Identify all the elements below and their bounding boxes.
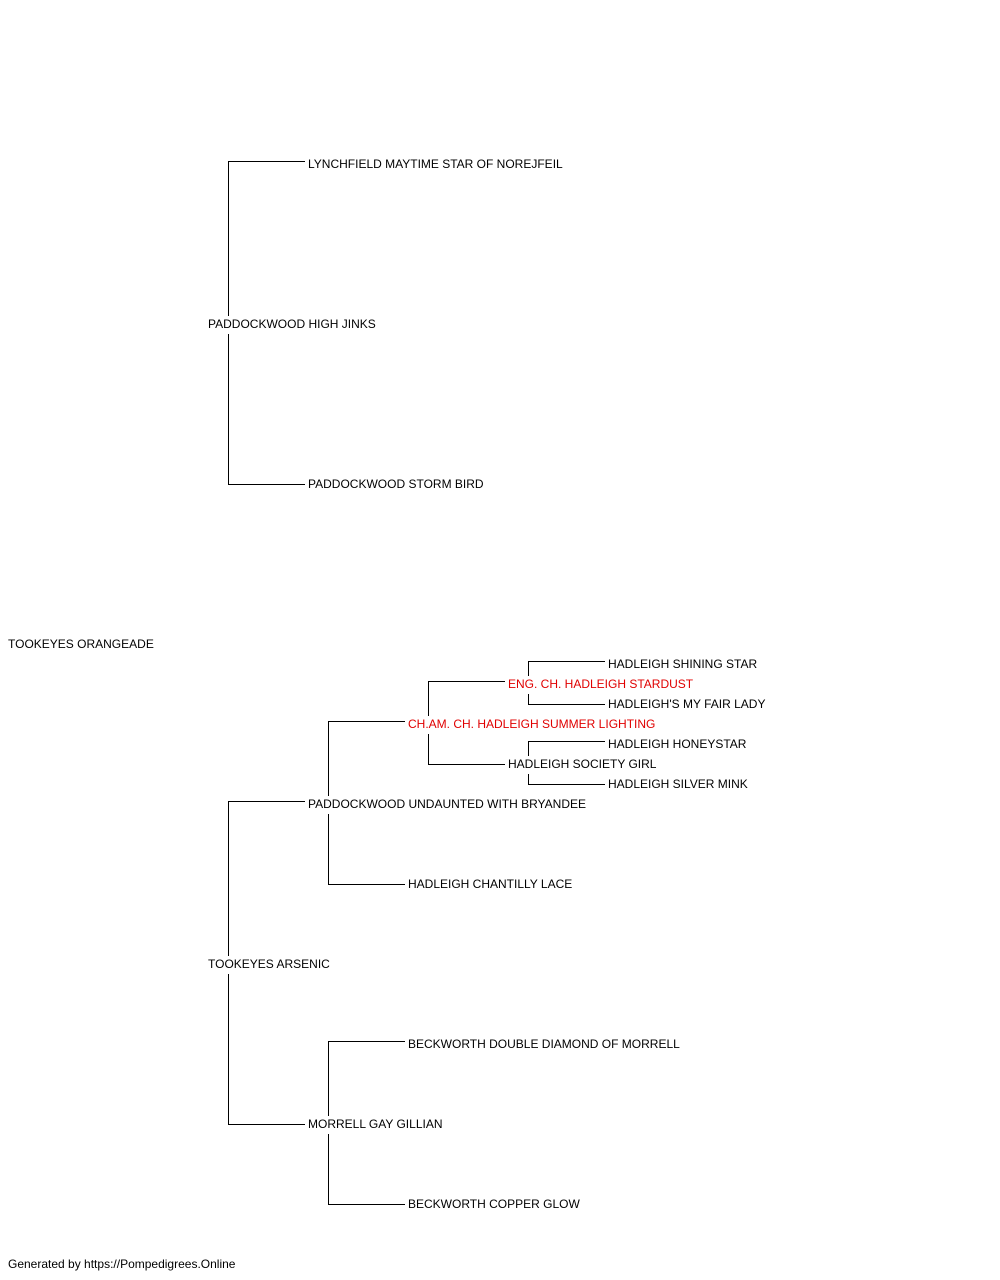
connector-stardust-to-sire xyxy=(528,661,605,676)
connector-dam-sire-to-sire xyxy=(328,721,405,796)
connector-dam-to-dam-sire xyxy=(228,801,305,956)
connector-sire-to-sire-sire xyxy=(228,161,305,316)
dog-dam-sire-sire-sire-dam[interactable]: HADLEIGH'S MY FAIR LADY xyxy=(608,697,768,711)
connector-stardust-to-dam xyxy=(528,694,605,705)
dog-dam-dam-sire[interactable]: BECKWORTH DOUBLE DIAMOND OF MORRELL xyxy=(408,1037,682,1051)
connector-dam-dam-to-sire xyxy=(328,1041,405,1116)
dog-dam[interactable]: TOOKEYES ARSENIC xyxy=(208,957,332,971)
dog-sire-dam[interactable]: PADDOCKWOOD STORM BIRD xyxy=(308,477,486,491)
dog-dam-sire-sire-sire[interactable]: ENG. CH. HADLEIGH STARDUST xyxy=(508,677,696,691)
dog-dam-sire-sire-dam-dam[interactable]: HADLEIGH SILVER MINK xyxy=(608,777,750,791)
connector-dam-to-dam-dam xyxy=(228,974,305,1125)
dog-subject[interactable]: TOOKEYES ORANGEADE xyxy=(8,637,156,651)
dog-dam-sire-sire[interactable]: CH.AM. CH. HADLEIGH SUMMER LIGHTING xyxy=(408,717,658,731)
connector-dam-sire-to-dam xyxy=(328,814,405,885)
dog-dam-sire-sire-dam[interactable]: HADLEIGH SOCIETY GIRL xyxy=(508,757,659,771)
dog-dam-sire-dam[interactable]: HADLEIGH CHANTILLY LACE xyxy=(408,877,575,891)
connector-dam-dam-to-dam xyxy=(328,1134,405,1205)
dog-sire-sire[interactable]: LYNCHFIELD MAYTIME STAR OF NOREJFEIL xyxy=(308,157,565,171)
connector-society-girl-to-sire xyxy=(528,741,605,756)
connector-sire-to-sire-dam xyxy=(228,334,305,485)
connector-society-girl-to-dam xyxy=(528,774,605,785)
dog-dam-sire-sire-dam-sire[interactable]: HADLEIGH HONEYSTAR xyxy=(608,737,749,751)
connector-summer-lighting-to-sire xyxy=(428,681,505,716)
generated-by-footer: Generated by https://Pompedigrees.Online xyxy=(8,1257,236,1271)
dog-dam-dam[interactable]: MORRELL GAY GILLIAN xyxy=(308,1117,445,1131)
dog-dam-sire-sire-sire-sire[interactable]: HADLEIGH SHINING STAR xyxy=(608,657,760,671)
dog-dam-dam-dam[interactable]: BECKWORTH COPPER GLOW xyxy=(408,1197,582,1211)
dog-dam-sire[interactable]: PADDOCKWOOD UNDAUNTED WITH BRYANDEE xyxy=(308,797,589,811)
dog-sire[interactable]: PADDOCKWOOD HIGH JINKS xyxy=(208,317,378,331)
connector-summer-lighting-to-dam xyxy=(428,734,505,765)
